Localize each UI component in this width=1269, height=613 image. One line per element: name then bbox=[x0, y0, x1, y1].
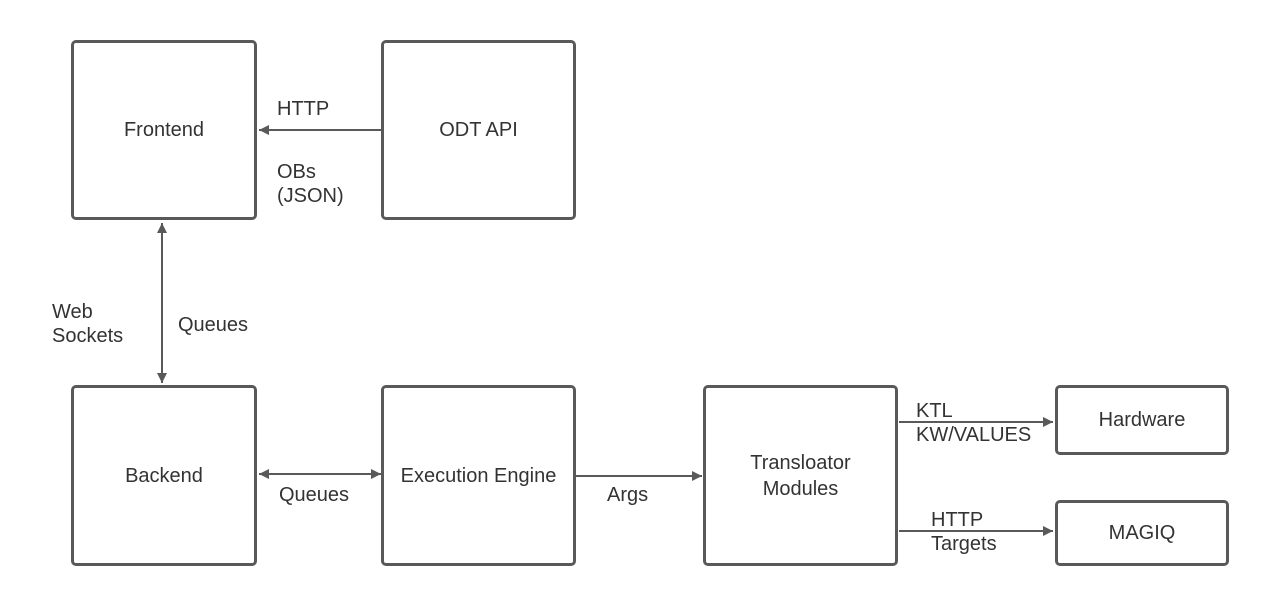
edge-label-queues-horizontal: Queues bbox=[279, 484, 350, 506]
magiq-label: MAGIQ bbox=[1108, 522, 1176, 544]
edge-label-web-sockets: Web Sockets bbox=[52, 301, 124, 347]
edge-label-queues-vertical: Queues bbox=[178, 314, 249, 336]
hardware-box[interactable]: Hardware bbox=[1055, 385, 1229, 455]
transloator-modules-label: Transloator Modules bbox=[750, 451, 851, 500]
execution-engine-label: Execution Engine bbox=[400, 464, 557, 487]
execution-engine-box[interactable]: Execution Engine bbox=[381, 385, 576, 566]
frontend-box[interactable]: Frontend bbox=[71, 40, 257, 220]
edge-label-ktl-kw-values: KTL KW/VALUES bbox=[916, 400, 1032, 446]
backend-label: Backend bbox=[125, 464, 203, 487]
odt-api-box[interactable]: ODT API bbox=[381, 40, 576, 220]
odt-api-label: ODT API bbox=[439, 119, 518, 141]
magiq-box[interactable]: MAGIQ bbox=[1055, 500, 1229, 566]
hardware-label: Hardware bbox=[1098, 409, 1186, 431]
edge-label-args: Args bbox=[607, 484, 649, 506]
backend-box[interactable]: Backend bbox=[71, 385, 257, 566]
edge-label-obs-json: OBs (JSON) bbox=[277, 161, 344, 207]
edge-label-http-targets: HTTP Targets bbox=[931, 509, 997, 555]
transloator-modules-box[interactable]: Transloator Modules bbox=[703, 385, 898, 566]
edge-label-http: HTTP bbox=[277, 98, 330, 120]
frontend-label: Frontend bbox=[123, 119, 205, 141]
